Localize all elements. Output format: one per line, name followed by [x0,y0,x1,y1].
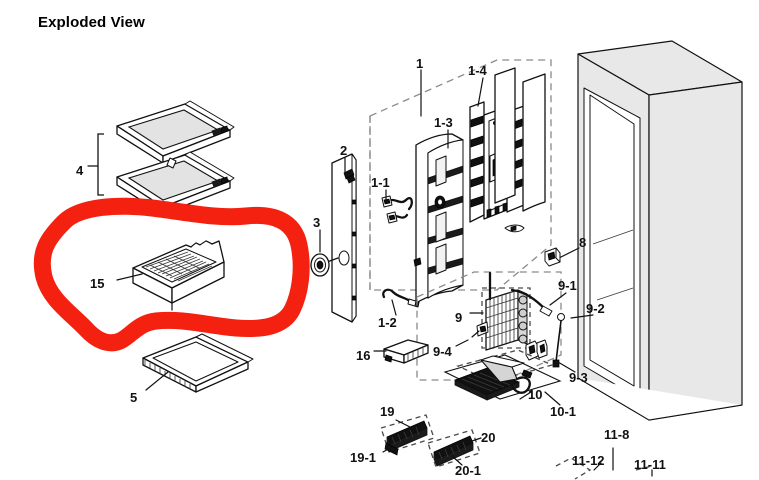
door-assembly-group-boundary [369,59,552,291]
callout-label-16: 16 [356,348,370,363]
callout-label-20: 20 [481,430,495,445]
callout-label-4: 4 [76,163,84,178]
highlight-annotation-loop [33,197,310,352]
evaporator-group-boundary [416,271,562,381]
callout-label-1-4: 1-4 [468,63,488,78]
callout-label-11-11: 11-11 [634,457,666,472]
callout-label-20-1: 20-1 [455,463,481,478]
door-outer-panels [494,67,546,212]
callout-label-1: 1 [416,56,423,71]
callout-label-9-3: 9-3 [569,370,588,385]
glass-cover-panel [142,333,254,393]
callout-label-19: 19 [380,404,394,419]
grommet-bushing [310,253,339,277]
drain-fitting [525,339,576,373]
callout-label-9-2: 9-2 [586,301,605,316]
callout-label-19-1: 19-1 [350,450,376,465]
callout-leader-lines [116,69,594,391]
callout-label-2: 2 [340,143,347,158]
callout-label-8: 8 [579,235,586,250]
callout-label-10-1: 10-1 [550,404,576,419]
evaporator-tube [510,288,553,317]
wire-harness-upper [381,195,413,224]
callout-labels: 4 15 5 3 2 1 1-1 1-2 1-3 1-4 8 9 9-1 9-2… [76,56,666,478]
crisper-drawer-bin [132,240,225,311]
handle-grip-part [504,224,525,233]
callout-label-10: 10 [528,387,542,402]
page-title: Exploded View [38,14,145,31]
callout-bracket-4 [87,133,104,196]
callout-label-9: 9 [455,310,462,325]
shelf-connector [166,157,177,169]
base-components-group [555,447,653,480]
callout-label-9-1: 9-1 [558,278,577,293]
callout-label-15: 15 [90,276,104,291]
callout-label-11-12: 11-12 [572,453,605,468]
glass-shelf-lower [116,151,235,215]
rail-left [380,414,435,456]
rail-right [427,429,482,468]
door-side-trim-panel [331,153,357,323]
callout-label-3: 3 [313,215,320,230]
evaporator-assembly [471,271,531,351]
clamp-bracket [544,247,580,267]
callout-label-11-8: 11-8 [604,427,629,442]
callout-label-1-2: 1-2 [378,315,397,330]
door-inner-liner [413,133,464,304]
defrost-heater-assembly [443,349,562,406]
callout-label-5: 5 [130,390,137,405]
sensor-probe [552,313,565,368]
wire-harness-lower [382,288,420,308]
glass-shelf-upper [116,100,235,164]
callout-label-9-4: 9-4 [433,344,453,359]
door-bin-tray [383,339,429,364]
refrigerator-cabinet-body [577,40,743,421]
callout-label-1-1: 1-1 [371,175,390,190]
callout-label-1-3: 1-3 [434,115,453,130]
